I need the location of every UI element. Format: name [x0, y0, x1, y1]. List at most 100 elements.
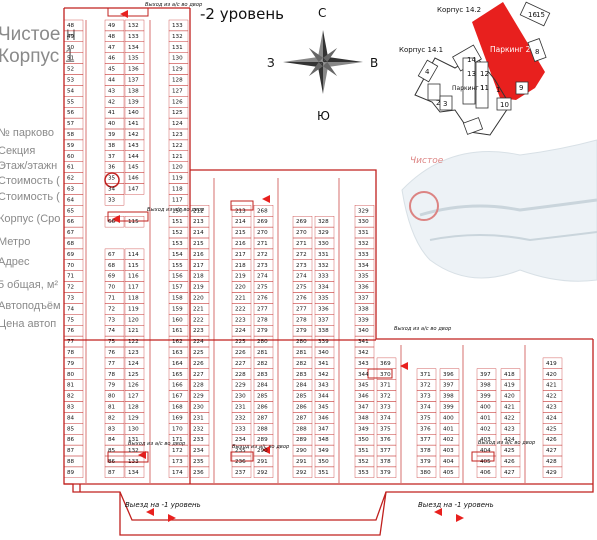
parking-space-number: 424 — [546, 415, 557, 421]
parking-space-number: 59 — [67, 143, 75, 149]
parking-space-number: 86 — [108, 459, 116, 465]
parking-space-number: 61 — [67, 165, 75, 171]
parking-space-number: 279 — [257, 328, 268, 334]
parking-space-number: 223 — [235, 317, 246, 323]
parking-space-number: 46 — [108, 56, 116, 62]
parking-space-number: 215 — [193, 241, 204, 247]
parking-space-number: 404 — [480, 448, 491, 454]
parking-space-number: 273 — [257, 263, 268, 269]
parking-space-number: 150 — [172, 208, 183, 214]
parking-space-number: 398 — [480, 383, 491, 389]
parking-space-number: 83 — [67, 405, 75, 411]
parking-space-number: 331 — [358, 230, 369, 236]
parking-space-number: 274 — [257, 274, 268, 280]
compass-north: С — [318, 6, 326, 20]
parking-space-number: 229 — [235, 383, 246, 389]
parking-space-number: 401 — [480, 415, 491, 421]
svg-text:1: 1 — [496, 86, 500, 94]
parking-space-cell — [124, 216, 145, 228]
parking-space-number: 286 — [296, 405, 307, 411]
parking-space-number: 371 — [380, 383, 391, 389]
parking-space-number: 87 — [108, 470, 116, 476]
parking-space-number: 292 — [296, 470, 307, 476]
parking-space-number: 425 — [546, 426, 557, 432]
parking-space-number: 140 — [128, 110, 139, 116]
parking-space-number: 340 — [318, 350, 329, 356]
parking-space-number: 347 — [318, 426, 329, 432]
parking-space-number: 428 — [546, 459, 557, 465]
parking-space-number: 66 — [67, 219, 75, 225]
parking-space-number: 427 — [504, 470, 515, 476]
listing-row: Секция — [0, 145, 36, 157]
parking-space-number: 68 — [67, 241, 75, 247]
parking-space-number: 375 — [420, 415, 431, 421]
parking-space-number: 116 — [128, 274, 139, 280]
parking-space-number: 134 — [128, 470, 139, 476]
parking-space-cell — [416, 466, 437, 478]
parking-space-number: 115 — [128, 263, 139, 269]
parking-space-number: 352 — [358, 459, 369, 465]
svg-text:4: 4 — [425, 68, 430, 76]
parking-space-number: 133 — [128, 459, 139, 465]
parking-space-number: 236 — [193, 470, 204, 476]
parking-space-number: 370 — [380, 372, 391, 378]
parking-space-number: 281 — [296, 350, 307, 356]
parking-space-number: 218 — [235, 263, 246, 269]
parking-space-number: 129 — [172, 67, 183, 73]
parking-space-number: 124 — [128, 361, 139, 367]
parking-space-number: 289 — [296, 437, 307, 443]
parking-space-number: 75 — [108, 339, 116, 345]
parking-space-number: 341 — [358, 339, 369, 345]
parking-space-number: 153 — [172, 241, 183, 247]
parking-space-number: 348 — [318, 437, 329, 443]
parking-space-number: 423 — [546, 405, 557, 411]
parking-space-number: 397 — [480, 372, 491, 378]
parking-space-number: 420 — [504, 394, 515, 400]
parking-space-cell — [124, 466, 145, 478]
parking-space-number: 402 — [443, 437, 454, 443]
parking-space-number: 45 — [108, 67, 116, 73]
parking-space-number: 68 — [108, 263, 116, 269]
parking-space-number: 85 — [108, 448, 116, 454]
parking-space-number: 283 — [296, 372, 307, 378]
parking-space-number: 166 — [172, 383, 183, 389]
parking-space-number: 332 — [318, 263, 329, 269]
parking-space-number: 379 — [420, 459, 431, 465]
svg-text:Паркинг 2: Паркинг 2 — [490, 45, 531, 54]
parking-space-number: 339 — [318, 339, 329, 345]
parking-2-highlight — [472, 2, 545, 100]
parking-space-number: 342 — [358, 350, 369, 356]
parking-space-number: 235 — [235, 448, 246, 454]
parking-space-number: 350 — [318, 459, 329, 465]
parking-space-number: 127 — [172, 88, 183, 94]
parking-space-number: 233 — [235, 426, 246, 432]
parking-space-cell — [253, 466, 274, 478]
parking-space-number: 284 — [296, 383, 307, 389]
svg-text:16: 16 — [528, 11, 537, 19]
parking-space-number: 280 — [296, 339, 307, 345]
parking-space-cell — [292, 466, 313, 478]
parking-space-number: 214 — [193, 230, 204, 236]
parking-space-number: 335 — [358, 274, 369, 280]
parking-space-number: 291 — [257, 459, 268, 465]
parking-space-number: 158 — [172, 296, 183, 302]
parking-space-number: 290 — [257, 448, 268, 454]
parking-space-number: 374 — [420, 405, 431, 411]
parking-space-number: 77 — [67, 339, 75, 345]
compass-west: З — [267, 56, 275, 70]
parking-space-number: 70 — [108, 285, 116, 291]
parking-space-number: 38 — [108, 143, 116, 149]
parking-space-number: 119 — [128, 306, 139, 312]
parking-space-number: 286 — [257, 405, 268, 411]
direction-arrows — [112, 10, 464, 522]
parking-space-number: 292 — [257, 470, 268, 476]
parking-space-number: 399 — [480, 394, 491, 400]
parking-space-number: 72 — [108, 306, 115, 312]
parking-space-number: 224 — [193, 339, 204, 345]
parking-space-cell — [63, 466, 84, 478]
parking-space-number: 281 — [257, 350, 268, 356]
parking-space-number: 331 — [318, 252, 329, 258]
level-title: -2 уровень — [200, 5, 284, 23]
parking-space-number: 220 — [193, 296, 204, 302]
listing-row: Автоподъём — [0, 300, 61, 312]
